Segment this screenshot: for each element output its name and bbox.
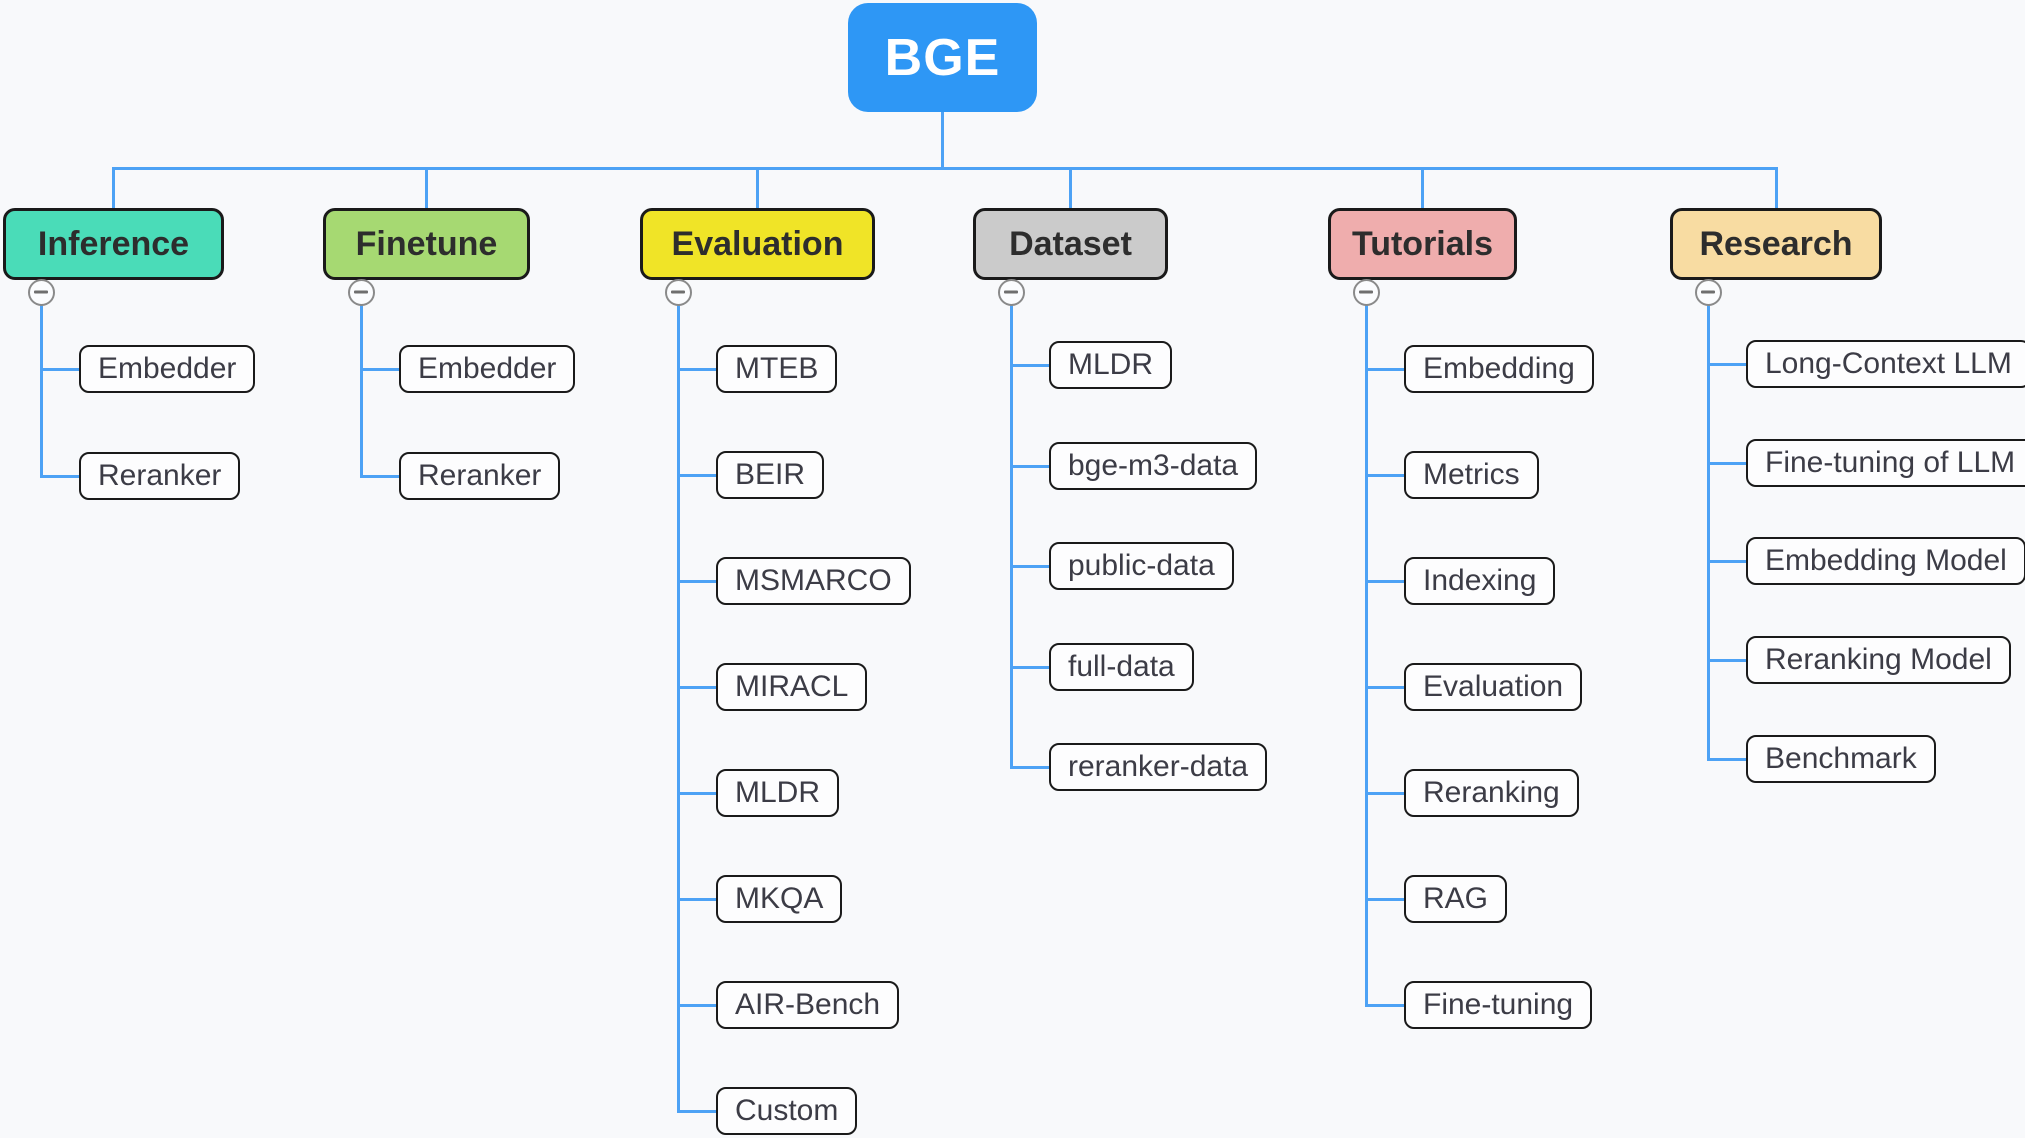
connector-line <box>1364 897 1406 901</box>
child-node-rag[interactable]: RAG <box>1404 875 1508 923</box>
branch-node-research[interactable]: Research <box>1670 208 1882 280</box>
branch-node-dataset[interactable]: Dataset <box>973 208 1168 280</box>
connector-line <box>1009 665 1051 669</box>
child-node-fine-tuning-of-llm[interactable]: Fine-tuning of LLM <box>1746 439 2025 487</box>
connector-line <box>676 685 718 689</box>
child-node-msmarco[interactable]: MSMARCO <box>716 557 911 605</box>
collapse-button-dataset[interactable] <box>997 278 1025 306</box>
connector-line <box>676 367 718 371</box>
child-node-reranker[interactable]: Reranker <box>79 452 241 500</box>
root-node-bge[interactable]: BGE <box>848 3 1037 112</box>
collapse-button-inference[interactable] <box>27 278 55 306</box>
connector-line <box>39 474 81 478</box>
connector-line <box>359 367 401 371</box>
branch-node-tutorials[interactable]: Tutorials <box>1328 208 1517 280</box>
connector-line <box>1364 579 1406 583</box>
child-node-air-bench[interactable]: AIR-Bench <box>716 981 900 1029</box>
child-node-long-context-llm[interactable]: Long-Context LLM <box>1746 340 2025 388</box>
child-column-connector <box>39 304 43 478</box>
minus-icon <box>34 290 48 294</box>
connector-line <box>425 167 428 210</box>
connector-line <box>1364 1003 1406 1007</box>
collapse-button-evaluation[interactable] <box>664 278 692 306</box>
minus-icon <box>1359 290 1373 294</box>
connector-line <box>1706 757 1748 761</box>
branch-node-finetune[interactable]: Finetune <box>323 208 530 280</box>
child-node-custom[interactable]: Custom <box>716 1087 858 1135</box>
child-node-indexing[interactable]: Indexing <box>1404 557 1556 605</box>
child-node-mldr[interactable]: MLDR <box>1049 341 1173 389</box>
minus-icon <box>1701 290 1715 294</box>
connector-line <box>359 474 401 478</box>
branch-node-evaluation[interactable]: Evaluation <box>640 208 875 280</box>
child-node-metrics[interactable]: Metrics <box>1404 451 1539 499</box>
child-node-embedder[interactable]: Embedder <box>399 345 576 393</box>
collapse-button-research[interactable] <box>1694 278 1722 306</box>
child-node-mkqa[interactable]: MKQA <box>716 875 843 923</box>
connector-line <box>112 167 115 210</box>
child-column-connector <box>1364 304 1368 1007</box>
child-node-benchmark[interactable]: Benchmark <box>1746 735 1936 783</box>
connector-line <box>676 897 718 901</box>
connector-line <box>1421 167 1424 210</box>
branch-node-inference[interactable]: Inference <box>3 208 224 280</box>
connector-line <box>1706 658 1748 662</box>
collapse-button-tutorials[interactable] <box>1352 278 1380 306</box>
connector-line <box>1364 685 1406 689</box>
child-node-reranking-model[interactable]: Reranking Model <box>1746 636 2011 684</box>
child-node-mteb[interactable]: MTEB <box>716 345 838 393</box>
connector-line <box>1069 167 1072 210</box>
connector-line <box>676 473 718 477</box>
connector-line <box>676 1109 718 1113</box>
connector-line <box>1774 167 1778 210</box>
child-node-miracl[interactable]: MIRACL <box>716 663 868 711</box>
collapse-button-finetune[interactable] <box>347 278 375 306</box>
child-node-beir[interactable]: BEIR <box>716 451 825 499</box>
child-node-public-data[interactable]: public-data <box>1049 542 1234 590</box>
child-node-bge-m3-data[interactable]: bge-m3-data <box>1049 442 1258 490</box>
minus-icon <box>1004 290 1018 294</box>
child-column-connector <box>359 304 363 478</box>
child-node-full-data[interactable]: full-data <box>1049 643 1194 691</box>
connector-line <box>1364 367 1406 371</box>
connector-line <box>1706 559 1748 563</box>
connector-line <box>39 367 81 371</box>
child-node-embedder[interactable]: Embedder <box>79 345 256 393</box>
connector-line <box>1364 791 1406 795</box>
minus-icon <box>354 290 368 294</box>
connector-line <box>676 579 718 583</box>
connector-line <box>1364 473 1406 477</box>
child-node-reranking[interactable]: Reranking <box>1404 769 1579 817</box>
connector-line <box>1706 461 1748 465</box>
connector-line <box>1009 464 1051 468</box>
connector-line <box>1009 564 1051 568</box>
connector-line <box>676 1003 718 1007</box>
branch-bus-connector <box>112 167 1778 170</box>
child-node-mldr[interactable]: MLDR <box>716 769 840 817</box>
child-column-connector <box>676 304 680 1113</box>
connector-line <box>1706 362 1748 366</box>
connector-line <box>1009 363 1051 367</box>
connector-line <box>676 791 718 795</box>
child-column-connector <box>1706 304 1710 761</box>
connector-line <box>1009 765 1051 769</box>
child-node-reranker-data[interactable]: reranker-data <box>1049 743 1268 791</box>
root-stem-connector <box>941 110 944 170</box>
child-node-evaluation[interactable]: Evaluation <box>1404 663 1583 711</box>
child-node-embedding[interactable]: Embedding <box>1404 345 1594 393</box>
connector-line <box>756 167 759 210</box>
minus-icon <box>671 290 685 294</box>
child-column-connector <box>1009 304 1013 769</box>
child-node-embedding-model[interactable]: Embedding Model <box>1746 537 2025 585</box>
child-node-reranker[interactable]: Reranker <box>399 452 561 500</box>
child-node-fine-tuning[interactable]: Fine-tuning <box>1404 981 1593 1029</box>
